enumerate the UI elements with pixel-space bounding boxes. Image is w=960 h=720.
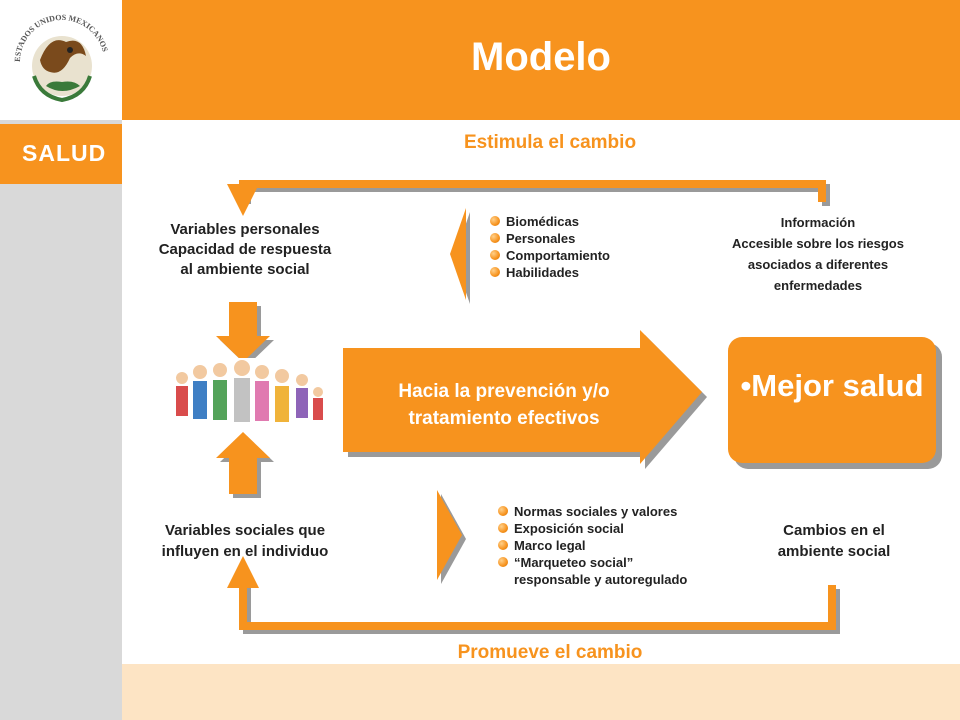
center-arrow-line: tratamiento efectivos — [408, 408, 600, 429]
up-arrow — [216, 432, 274, 498]
list-item-label: Marco legal — [514, 538, 586, 553]
personal-factors-list: Biomédicas Personales Comportamiento Hab… — [490, 213, 690, 281]
bullet-icon — [490, 216, 500, 226]
bullet-icon — [498, 523, 508, 533]
social-variables-line: influyen en el individuo — [161, 543, 329, 560]
coat-of-arms-icon: ESTADOS UNIDOS MEXICANOS — [13, 13, 110, 103]
page-title: Modelo — [471, 35, 611, 79]
logo-area: ESTADOS UNIDOS MEXICANOS — [0, 0, 122, 120]
bottom-loop-arrow — [227, 556, 840, 634]
top-loop-arrow — [227, 180, 830, 216]
information-line: Accesible sobre los riesgos — [732, 236, 904, 251]
list-item: Exposición social — [498, 520, 748, 537]
footer-band — [122, 664, 960, 720]
center-arrow-line: Hacia la prevención y/o — [398, 381, 610, 402]
family-group-icon — [168, 358, 328, 428]
list-item-label: Normas sociales y valores — [514, 504, 678, 519]
personal-variables-line: al ambiente social — [180, 261, 310, 278]
center-arrow — [343, 330, 707, 469]
salud-band — [0, 124, 122, 184]
sidebar — [0, 0, 122, 720]
information-line: enfermedades — [773, 278, 863, 293]
down-arrow — [216, 302, 274, 366]
bullet-icon — [498, 506, 508, 516]
list-item: “Marqueteo social” — [498, 554, 748, 571]
bottom-loop-label: Promueve el cambio — [457, 642, 643, 663]
header-bar — [122, 0, 960, 120]
list-item: Biomédicas — [490, 213, 690, 230]
information-text: Información Accesible sobre los riesgos … — [690, 212, 946, 296]
center-arrow-text: Hacia la prevención y/o tratamiento efec… — [345, 378, 663, 432]
list-item-label: Comportamiento — [506, 248, 610, 263]
list-item-label: Habilidades — [506, 265, 579, 280]
list-item-label: Exposición social — [514, 521, 624, 536]
social-factors-list: Normas sociales y valores Exposición soc… — [498, 503, 748, 588]
information-line: asociados a diferentes — [747, 257, 889, 272]
list-item-label: “Marqueteo social” — [514, 555, 634, 570]
list-item-label: Biomédicas — [506, 214, 579, 229]
bullet-icon — [490, 250, 500, 260]
social-variables-line: Variables sociales que — [164, 522, 326, 539]
information-line: Información — [780, 215, 856, 230]
bullet-icon — [490, 233, 500, 243]
list-item-continuation: responsable y autoregulado — [498, 571, 748, 588]
bullet-icon — [498, 557, 508, 567]
personal-variables-line: Capacidad de respuesta — [158, 241, 332, 258]
list-item: Marco legal — [498, 537, 748, 554]
top-loop-label: Estimula el cambio — [463, 132, 637, 153]
personal-variables-line: Variables personales — [170, 221, 320, 238]
list-item: Comportamiento — [490, 247, 690, 264]
environment-changes-line: Cambios en el — [783, 522, 885, 539]
environment-changes-line: ambiente social — [777, 543, 891, 560]
bullet-icon — [498, 540, 508, 550]
list-item: Personales — [490, 230, 690, 247]
bullet-icon — [490, 267, 500, 277]
result-box — [728, 337, 936, 463]
result-text: •Mejor salud — [740, 368, 924, 403]
salud-label: SALUD — [22, 140, 107, 166]
list-item: Normas sociales y valores — [498, 503, 748, 520]
personal-variables-text: Variables personales Capacidad de respue… — [120, 220, 370, 280]
right-chevron — [437, 490, 466, 584]
social-variables-text: Variables sociales que influyen en el in… — [120, 520, 370, 562]
list-item-label: Personales — [506, 231, 576, 246]
left-chevron — [450, 208, 470, 304]
environment-changes-text: Cambios en el ambiente social — [740, 520, 928, 562]
list-item-label: responsable y autoregulado — [514, 572, 688, 587]
list-item: Habilidades — [490, 264, 690, 281]
